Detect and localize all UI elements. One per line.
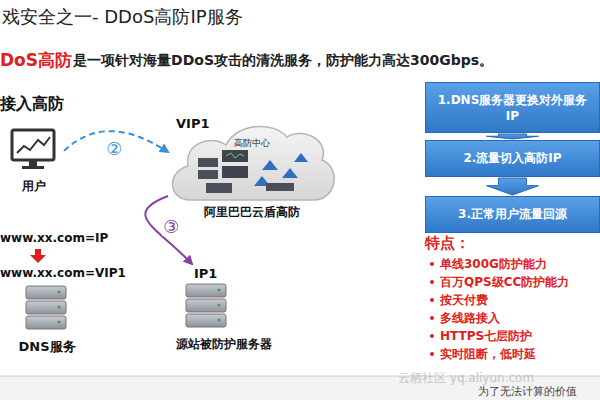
feature-item: 多线路接入 [440, 310, 500, 327]
feature-item: 实时阻断，低时延 [440, 346, 536, 363]
user-node: 用户 [4, 126, 64, 197]
feature-heading: 特点： [425, 234, 470, 253]
node-label: 阿里巴巴云盾高防 [168, 204, 336, 221]
process-box: 2.流量切入高防IP [425, 140, 600, 177]
cloud-node: VIP1 高防中心阿里巴巴云盾高防 [168, 116, 336, 224]
callout-number: ③ [162, 218, 180, 236]
process-box: 3.正常用户流量回源 [425, 196, 600, 233]
dns-server-icon [26, 286, 66, 329]
process-text: 1.DNS服务器更换对外服务IP [432, 92, 593, 123]
node-label: DNS服务 [12, 338, 82, 356]
intro-text: 是一项针对海量DDoS攻击的清洗服务，防护能力高达300Gbps。 [73, 52, 493, 70]
bullet-dot [430, 262, 434, 266]
bullet-dot [430, 334, 434, 338]
slogan: 为了无法计算的价值 [478, 384, 577, 399]
red-down-arrow [30, 249, 46, 263]
slide-title: 戏安全之一- DDoS高防IP服务 [2, 5, 243, 29]
vip-label: VIP1 [176, 116, 209, 131]
bullet-dot [430, 298, 434, 302]
ip-label: IP1 [194, 266, 217, 281]
process-text: 3.正常用户流量回源 [432, 206, 593, 223]
dns-record: www.xx.com=VIP1 [0, 266, 126, 280]
feature-item: 单线300G防护能力 [440, 256, 547, 273]
feature-item: 按天付费 [440, 292, 488, 309]
bullet-dot [430, 352, 434, 356]
process-text: 2.流量切入高防IP [432, 150, 593, 167]
process-box: 1.DNS服务器更换对外服务IP [425, 82, 600, 133]
block-arrow [487, 178, 539, 195]
cloud-shape [172, 126, 334, 200]
node-label: 源站被防护服务器 [176, 336, 272, 353]
dns-record: www.xx.com=IP [0, 231, 108, 245]
bullet-dot [430, 316, 434, 320]
server-icon [186, 284, 226, 327]
product-name: DoS高防 [0, 49, 72, 72]
feature-item: HTTPS七层防护 [440, 328, 532, 345]
server-node: IP1 源站被防护服务器 [176, 264, 300, 356]
feature-item: 百万QPS级CC防护能力 [440, 274, 569, 291]
monitor-icon [12, 130, 54, 169]
curve-arrow [145, 196, 192, 264]
cloud-inner-label: 高防中心 [168, 137, 336, 150]
callout-number: ② [105, 140, 123, 158]
block-arrow [487, 134, 539, 139]
watermark: 云栖社区 yq.aliyun.com [398, 370, 534, 387]
section-heading: 接入高防 [0, 94, 64, 115]
dns-node: DNS服务 [12, 282, 82, 356]
bullet-dot [430, 280, 434, 284]
node-label: 用户 [4, 178, 64, 195]
